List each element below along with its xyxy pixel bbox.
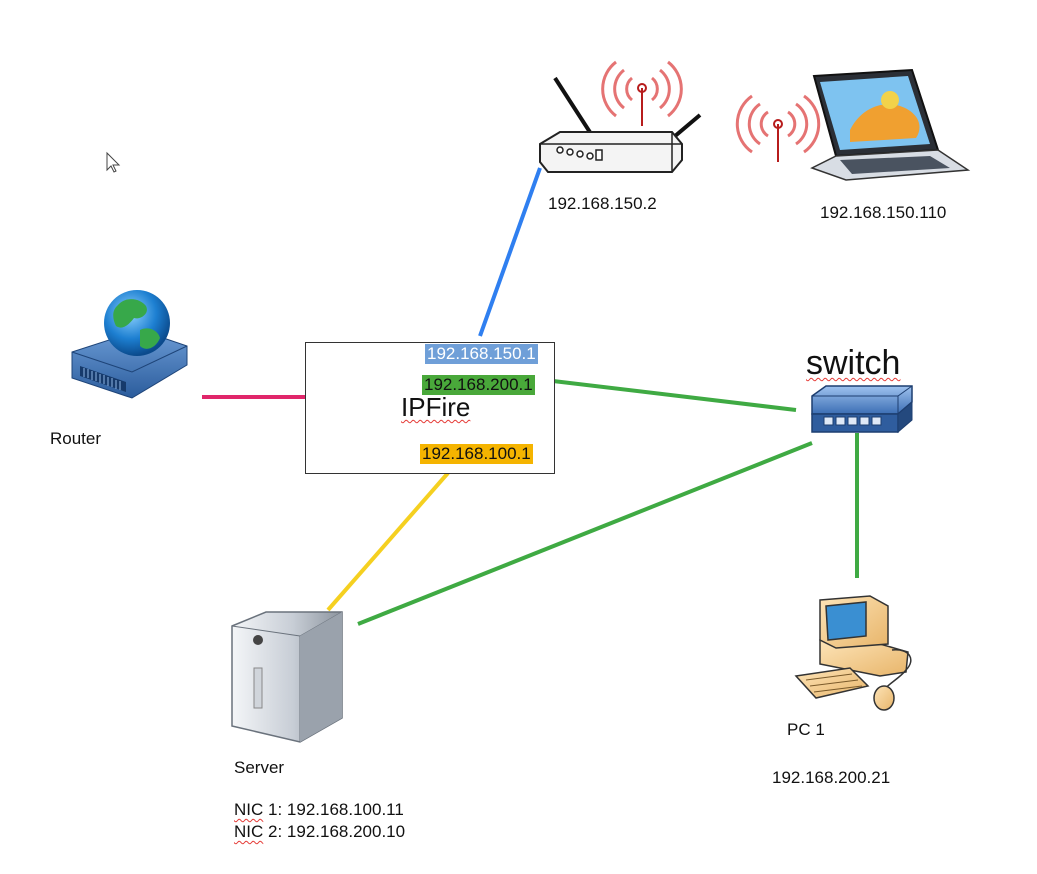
blue-link [478, 167, 542, 337]
laptop-icon [735, 68, 971, 181]
desktop-pc-icon [794, 595, 912, 711]
server-nic1-value: 1: 192.168.100.11 [263, 800, 404, 819]
pc-ip: 192.168.200.21 [772, 768, 891, 787]
server-tower-icon [231, 611, 343, 743]
router-label: Router [50, 429, 102, 448]
ipfire-green-ip: 192.168.200.1 [422, 375, 535, 395]
ipfire-orange-ip: 192.168.100.1 [420, 444, 533, 464]
ipfire-name: IPFire [401, 392, 471, 422]
server-label: Server [234, 758, 285, 777]
pc-label: PC 1 [787, 720, 825, 739]
access-point-ip: 192.168.150.2 [548, 194, 657, 213]
server-nic1-prefix: NIC [234, 800, 264, 819]
orange-link [326, 471, 450, 612]
mouse-pointer-icon [106, 151, 121, 173]
wireless-access-point-icon [539, 60, 702, 173]
green-link-server-switch [357, 441, 813, 626]
ipfire-blue-ip: 192.168.150.1 [425, 344, 538, 364]
server-nic2-prefix: NIC [234, 822, 264, 841]
globe-router-icon [71, 290, 188, 399]
server-nic2-value: 2: 192.168.200.10 [263, 822, 406, 841]
server-nic2: NIC 2: 192.168.200.10 [234, 822, 405, 842]
laptop-ip: 192.168.150.110 [820, 203, 947, 222]
network-switch-icon [811, 385, 913, 434]
switch-label: switch [806, 344, 901, 382]
server-nic1: NIC 1: 192.168.100.11 [234, 800, 404, 820]
green-link-ipfire-switch [552, 379, 797, 412]
